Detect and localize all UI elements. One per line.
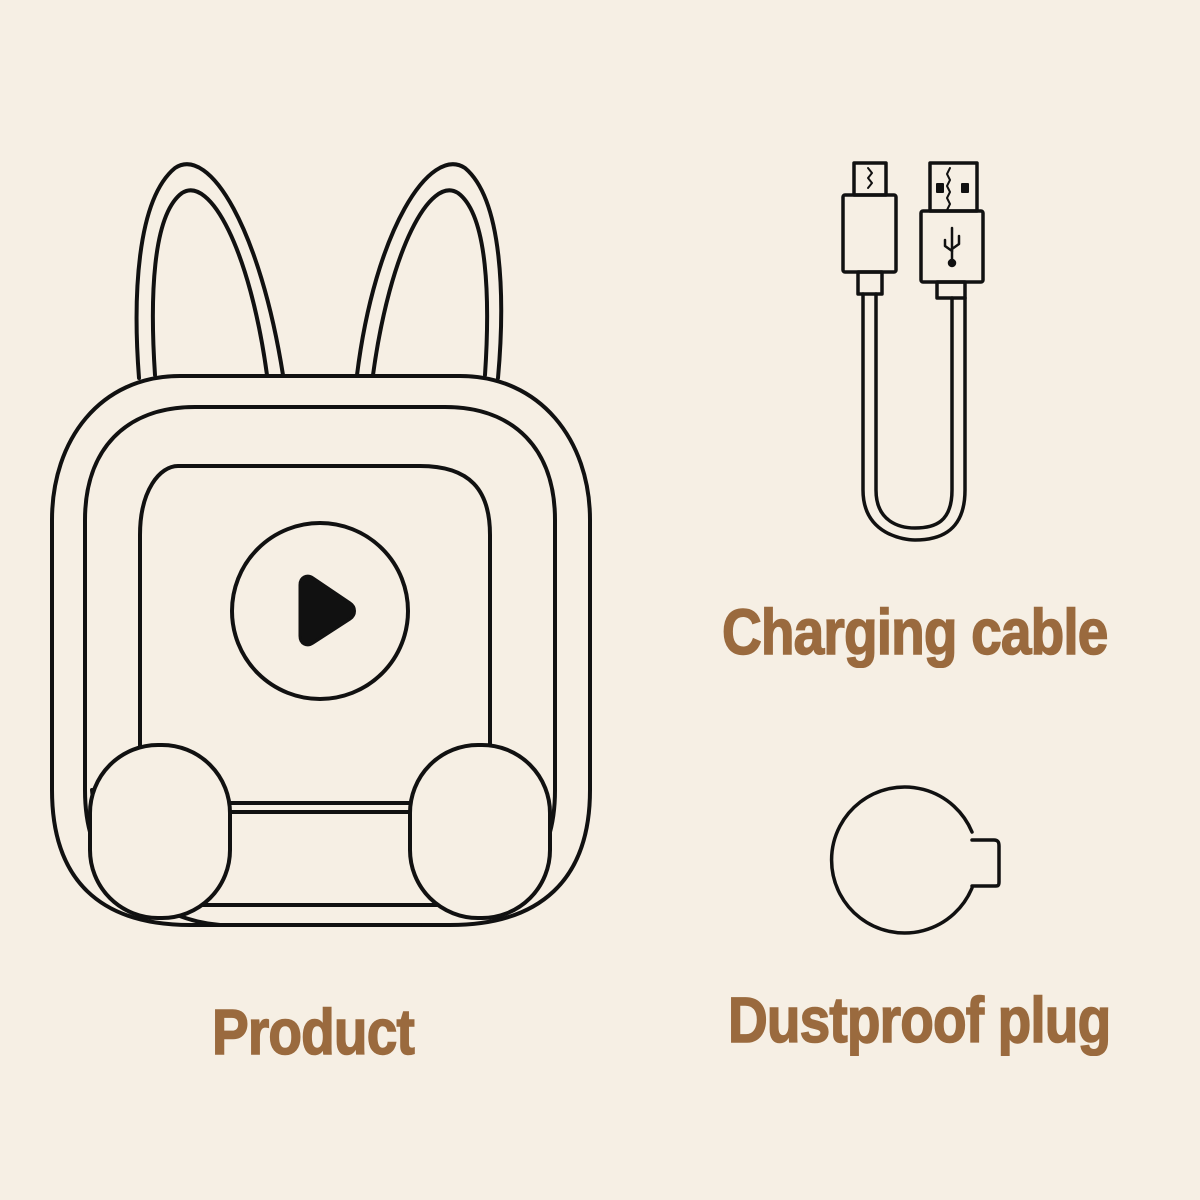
- micro-usb-connector-icon: [841, 161, 898, 296]
- usb-cable-icon: [841, 161, 985, 542]
- charging-cable-label: Charging cable: [721, 596, 1109, 668]
- right-ear-icon: [355, 162, 504, 380]
- left-ear-icon: [134, 162, 285, 380]
- product-label: Product: [211, 996, 415, 1068]
- left-foot-icon: [88, 743, 232, 920]
- right-foot-icon: [408, 743, 552, 920]
- outer-body-outline: [50, 374, 592, 927]
- dustproof-plug-icon: [829, 785, 1001, 935]
- dustproof-plug-label: Dustproof plug: [727, 984, 1111, 1056]
- cable-loop: [861, 292, 967, 542]
- usb-a-connector-icon: [919, 161, 985, 300]
- play-icon[interactable]: [298, 574, 356, 647]
- usb-symbol-icon: [943, 226, 961, 268]
- bunny-printer-icon: [50, 162, 592, 927]
- play-button-ring[interactable]: [230, 521, 410, 701]
